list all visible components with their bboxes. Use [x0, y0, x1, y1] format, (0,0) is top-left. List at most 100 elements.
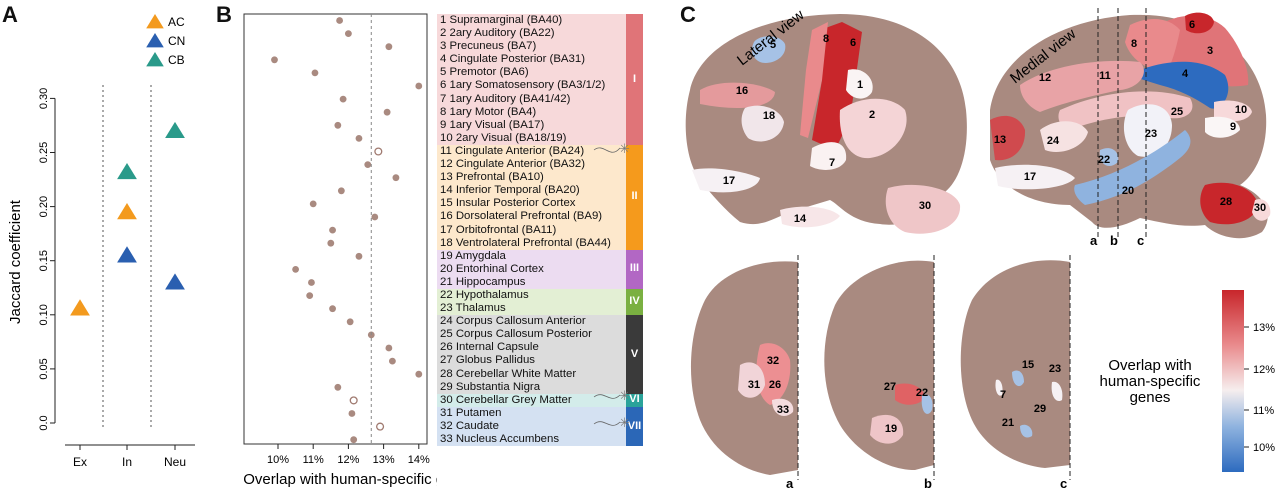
medial-region-label: 3	[1207, 45, 1213, 57]
region-label: 24 Corpus Callosum Anterior	[437, 315, 643, 329]
panel-letter-b: B	[216, 2, 232, 27]
region-label: 23 Thalamus	[437, 302, 643, 316]
region-dot	[415, 82, 423, 90]
triangle-marker-cn	[117, 246, 137, 263]
slice-label-c: c	[1060, 476, 1067, 491]
region-label: 16 Dorsolateral Prefrontal (BA9)	[437, 210, 643, 224]
region-label: 1 Supramarginal (BA40)	[437, 14, 643, 28]
region-dot	[383, 108, 391, 116]
region-label: 33 Nucleus Accumbens	[437, 433, 643, 447]
y-tick-label: 0.0	[38, 415, 50, 430]
slice-a-region-label: 32	[767, 355, 779, 367]
medial-region-label: 30	[1254, 202, 1266, 214]
medial-region-label: 4	[1182, 68, 1189, 80]
region-label: 17 Orbitofrontal (BA11)	[437, 223, 643, 237]
region-dot	[271, 56, 278, 64]
legend-marker	[146, 33, 164, 48]
region-dot	[350, 436, 358, 444]
x-tick-label: Ex	[73, 455, 87, 469]
lateral-region-label: 8	[823, 33, 829, 45]
region-label: 5 Premotor (BA6)	[437, 66, 643, 80]
lateral-region-label: 30	[919, 200, 931, 212]
legend-label: CN	[168, 34, 185, 48]
region-label: 4 Cingulate Posterior (BA31)	[437, 53, 643, 67]
x-axis: 10%11%12%13%14%	[267, 444, 430, 466]
region-label: 8 1ary Motor (BA4)	[437, 105, 643, 119]
region-label: 18 Ventrolateral Prefrontal (BA44)	[437, 236, 643, 250]
colorbar-title-line2: human-specific	[1100, 373, 1201, 390]
slice-marker-b: b	[1110, 233, 1118, 248]
region-label: 26 Internal Capsule	[437, 341, 643, 355]
colorbar-title-line3: genes	[1130, 389, 1171, 406]
group-bar	[626, 393, 643, 407]
region-dot	[292, 266, 299, 273]
x-axis-label: Overlap with human-specific genes	[243, 471, 437, 488]
region-label: 11 Cingulate Anterior (BA24)	[437, 144, 643, 159]
region-label: 22 Hypothalamus	[437, 288, 643, 303]
group-label: I	[632, 72, 637, 85]
medial-region-label: 13	[994, 134, 1006, 146]
lateral-region-label: 14	[794, 213, 807, 225]
slice-a-region-label: 31	[748, 379, 760, 391]
coronal-slice-a	[690, 261, 798, 475]
lateral-region-label: 5	[770, 39, 776, 51]
x-tick-label: 12%	[337, 454, 359, 466]
colorbar	[1222, 290, 1244, 472]
y-tick-label: 0.20	[38, 196, 50, 217]
region-label: 31 Putamen	[437, 406, 643, 420]
region-dot	[392, 174, 400, 182]
x-tick-label: 13%	[373, 454, 395, 466]
coronal-slice-c	[960, 260, 1070, 468]
region-dot	[334, 383, 342, 391]
group-bar	[626, 289, 643, 316]
group-bar	[626, 145, 643, 250]
slice-b-region-label: 27	[884, 381, 896, 393]
lateral-region-label: 17	[723, 175, 735, 187]
slice-c-region-label: 7	[1000, 389, 1006, 401]
lateral-region-label: 7	[829, 157, 835, 169]
slice-label-a: a	[786, 476, 794, 491]
region-label: 28 Cerebellar White Matter	[437, 367, 643, 381]
medial-region-label: 17	[1024, 171, 1036, 183]
legend-marker	[146, 14, 164, 29]
y-tick-label: 0.15	[38, 250, 50, 271]
region-list: 1 Supramarginal (BA40)2 2ary Auditory (B…	[437, 14, 643, 447]
region-label: 21 Hippocampus	[437, 275, 643, 289]
legend-marker	[146, 52, 164, 67]
region-label: 13 Prefrontal (BA10)	[437, 171, 643, 185]
medial-region-label: 8	[1131, 38, 1137, 50]
triangle-marker-cb	[165, 121, 185, 139]
region-dot	[306, 292, 314, 299]
region-dot	[415, 370, 423, 378]
region-label: 9 1ary Visual (BA17)	[437, 118, 643, 132]
plot-frame	[243, 13, 428, 445]
y-tick-label: 0.25	[38, 142, 50, 163]
lateral-region-label: 16	[736, 85, 748, 97]
medial-region-label: 23	[1145, 128, 1157, 140]
triangle-marker-cb	[117, 162, 137, 180]
region-dot	[311, 69, 319, 77]
lateral-region-label: 1	[857, 79, 863, 91]
colorbar-tick-label: 13%	[1253, 322, 1275, 334]
panel-letter-a: A	[2, 2, 18, 27]
x-tick-label: Neu	[164, 455, 186, 469]
medial-region-label: 10	[1235, 104, 1247, 116]
triangle-marker-ac	[70, 299, 90, 316]
group-label: VI	[629, 393, 640, 406]
region-label: 3 Precuneus (BA7)	[437, 40, 643, 54]
slice-c-region-label: 21	[1002, 417, 1014, 429]
y-axis-label: Jaccard coefficient	[7, 199, 24, 324]
region-dot	[339, 95, 347, 103]
region-dot	[348, 410, 356, 417]
lateral-region-label: 18	[763, 110, 775, 122]
slice-marker-c: c	[1137, 233, 1144, 248]
legend-label: CB	[168, 53, 185, 67]
triangle-marker-cn	[165, 273, 185, 290]
lateral-brain	[685, 14, 967, 234]
slice-a-region-label: 33	[777, 404, 789, 416]
region-dot	[385, 43, 393, 51]
slice-c-region-label: 23	[1049, 363, 1061, 375]
